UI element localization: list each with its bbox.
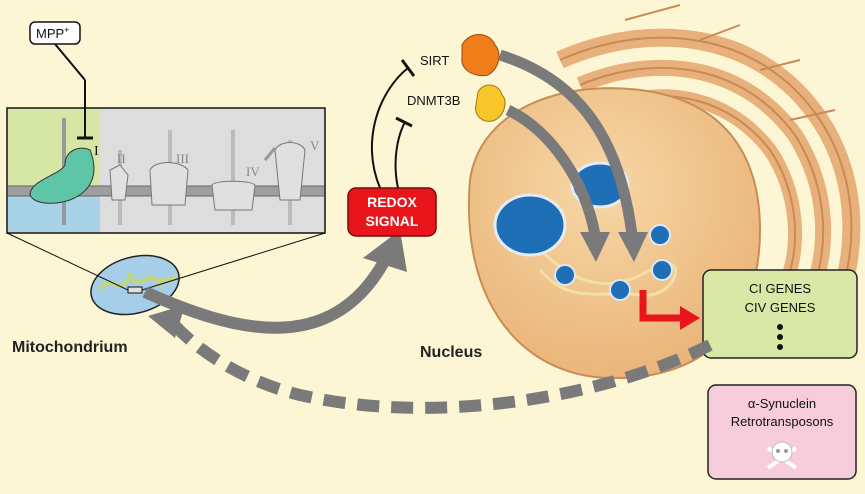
sirt-to-nucleus-arrow — [498, 49, 648, 262]
ci-genes-label: CI GENES — [749, 281, 811, 296]
complex-III-label: III — [176, 151, 189, 166]
complex-II-label: II — [117, 151, 126, 166]
mito-to-redox-arrow — [142, 230, 407, 334]
nucleus-label: Nucleus — [420, 344, 482, 361]
complex-I-label: I — [94, 144, 99, 159]
mpp-inhibitor: MPP+ — [29, 21, 93, 140]
genes-to-mito-dashed-arrow — [148, 305, 713, 414]
genes-box: CI GENES CIV GENES — [702, 269, 858, 359]
mpp-label: MPP+ — [36, 25, 69, 41]
mitochondrion — [6, 232, 326, 316]
civ-genes-label: CIV GENES — [745, 300, 816, 315]
ellipsis-dot — [777, 324, 783, 330]
redox-signal-box: REDOX SIGNAL — [347, 187, 437, 237]
complex-V-label: V — [310, 138, 320, 153]
ellipsis-dot — [777, 344, 783, 350]
redox-inhibition-lines — [371, 59, 416, 189]
redox-label-line1: REDOX — [367, 194, 417, 210]
mitochondrion-label: Mitochondrium — [12, 339, 128, 356]
redox-label-line2: SIGNAL — [366, 213, 419, 229]
sirt-label: SIRT — [420, 53, 449, 68]
chromatin — [493, 161, 677, 301]
dnmt3b-protein-icon — [475, 84, 506, 122]
ellipsis-dot — [777, 334, 783, 340]
mpp-inhibition-line — [54, 43, 86, 81]
sirt-protein-icon — [461, 34, 500, 77]
toxicity-box: α-Synuclein Retrotransposons — [707, 384, 857, 480]
retrotransposons-label: Retrotransposons — [731, 414, 834, 429]
skull-crossbones-icon — [766, 441, 798, 470]
dnmt3b-to-nucleus-arrow — [505, 105, 610, 262]
alpha-synuclein-label: α-Synuclein — [748, 396, 816, 411]
red-arrow — [639, 290, 700, 330]
dnmt3b-label: DNMT3B — [407, 93, 460, 108]
complex-inset-box: I II III IV V — [6, 107, 326, 234]
complex-IV-label: IV — [246, 164, 260, 179]
